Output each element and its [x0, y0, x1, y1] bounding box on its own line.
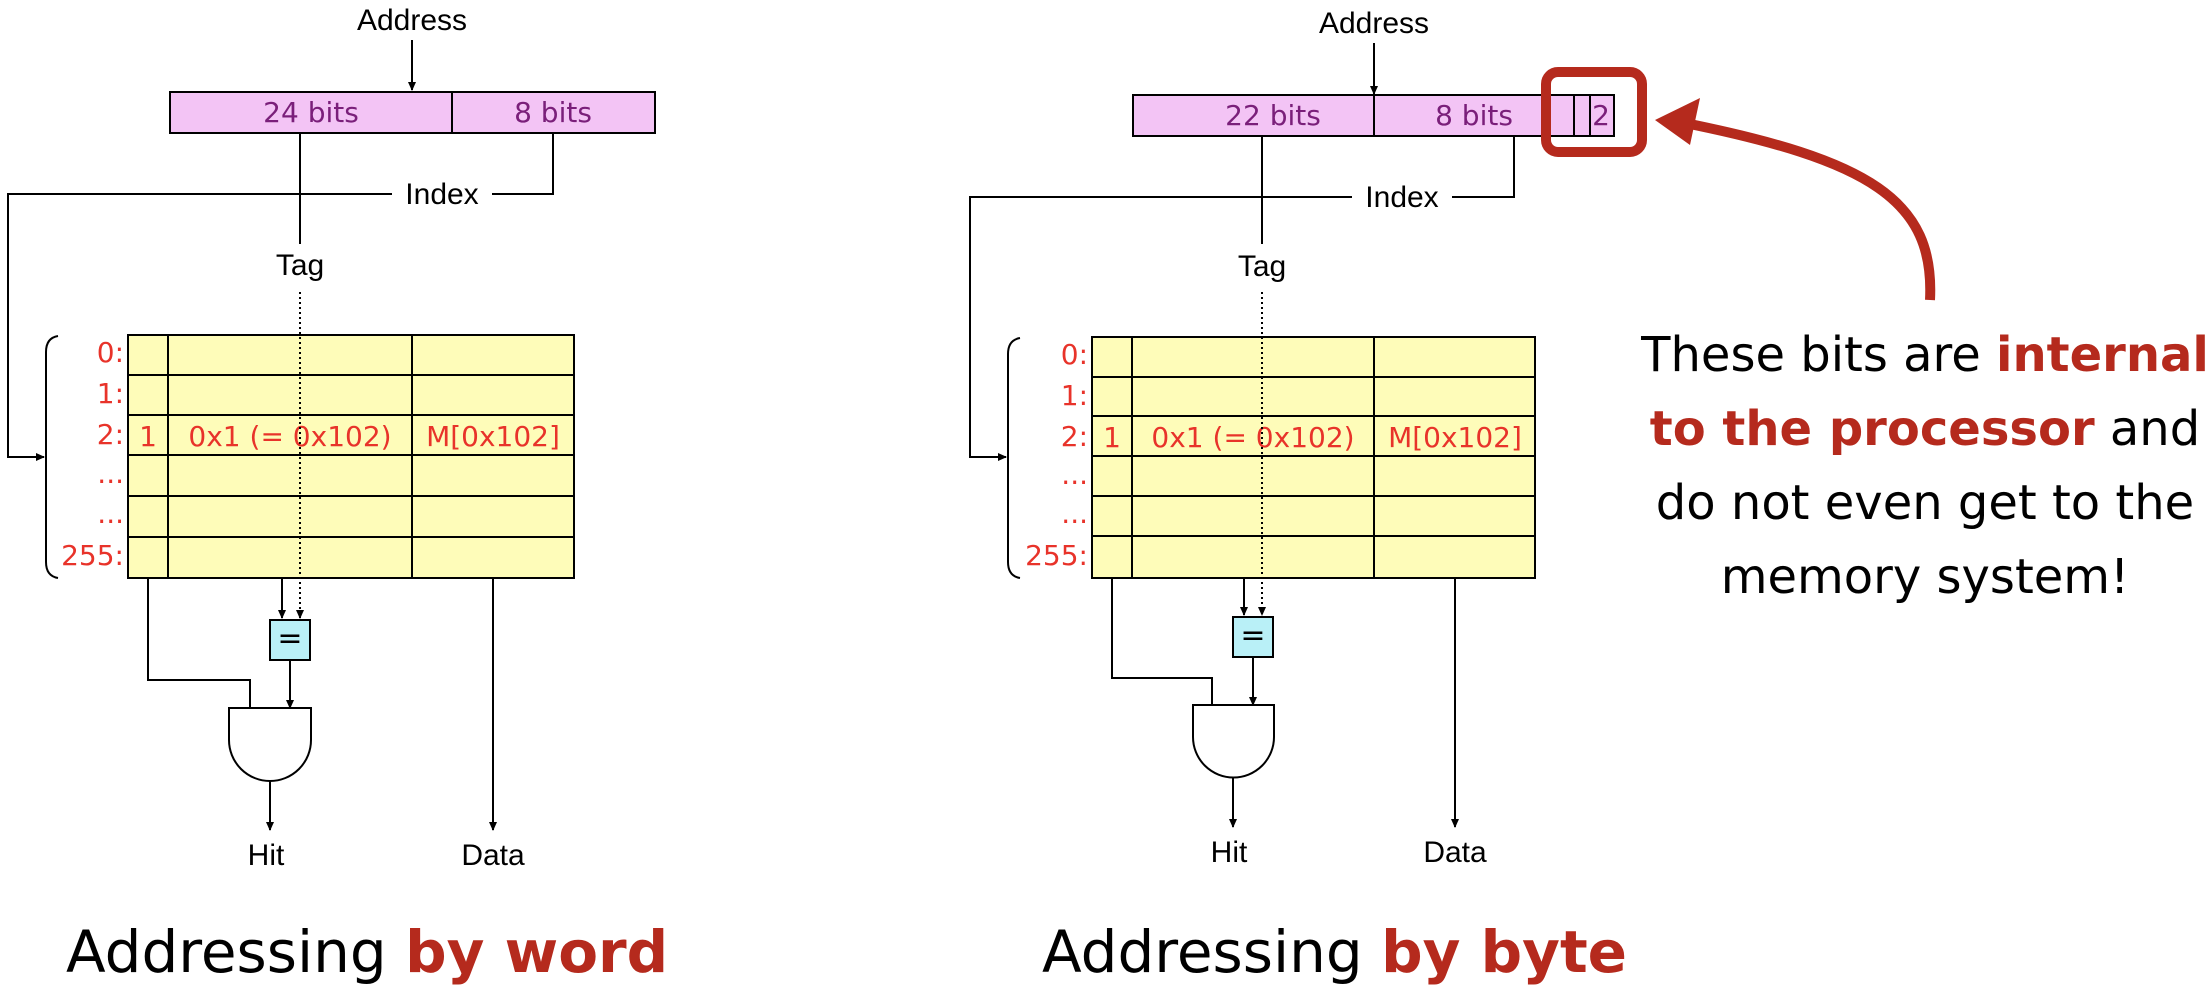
right-compare-symbol: = — [1240, 618, 1265, 653]
left-data-label: Data — [461, 839, 525, 872]
left-row-label: 255: — [61, 539, 124, 572]
note-line3: do not even get to the — [1655, 475, 2195, 531]
left-address-label: Address — [357, 4, 467, 37]
left-valid-bit: 1 — [139, 420, 157, 453]
note-line4: memory system! — [1720, 549, 2130, 605]
left-row-label: ... — [97, 457, 124, 490]
left-index-label: Index — [405, 178, 478, 211]
right-valid-bit: 1 — [1103, 421, 1121, 454]
right-row-label: 255: — [1025, 539, 1088, 572]
right-and-gate — [1192, 704, 1275, 779]
left-row2-tag: 0x1 (= 0x102) — [188, 420, 391, 453]
right-data-label: Data — [1423, 836, 1487, 869]
note-line2-bold: to the processor — [1649, 401, 2095, 457]
callout-arrow — [1679, 117, 1936, 301]
right-row-label: 2: — [1061, 420, 1088, 453]
right-index-label: Index — [1365, 181, 1438, 214]
left-compare-symbol: = — [277, 621, 302, 656]
right-row2-tag: 0x1 (= 0x102) — [1151, 421, 1354, 454]
right-caption-bold: by byte — [1381, 918, 1628, 986]
callout-arrowhead — [1655, 98, 1700, 145]
right-row-label: 0: — [1061, 338, 1088, 371]
left-row2-data: M[0x102] — [426, 420, 560, 453]
left-caption: Addressing by word — [66, 918, 668, 986]
note-line2-plain: and — [2094, 401, 2201, 457]
note-line1-bold: internal — [1996, 327, 2208, 383]
right-offset-field: 2 — [1592, 99, 1610, 132]
left-tag-label: Tag — [276, 249, 324, 282]
left-caption-plain: Addressing — [66, 918, 406, 986]
right-row-label: 1: — [1061, 379, 1088, 412]
left-cache-table: 1 0x1 (= 0x102) M[0x102] — [127, 334, 575, 579]
right-diagram: Address 22 bits 8 bits 2 Index Tag 0: — [969, 7, 1936, 869]
right-index-field: 8 bits — [1435, 99, 1513, 132]
right-caption: Addressing by byte — [1042, 918, 1627, 986]
right-tag-field: 22 bits — [1225, 99, 1321, 132]
left-comparator: = — [269, 619, 311, 661]
left-tag-field: 24 bits — [263, 96, 359, 129]
left-diagram: Address 24 bits 8 bits Index Tag 0: 1: 2… — [7, 4, 656, 872]
left-and-gate — [228, 707, 312, 782]
right-tag-label: Tag — [1238, 250, 1286, 283]
right-cache-table: 1 0x1 (= 0x102) M[0x102] — [1091, 336, 1536, 579]
right-address-label: Address — [1319, 7, 1429, 40]
offset-highlight — [1541, 67, 1647, 157]
left-row-label: ... — [97, 497, 124, 530]
note-line1-plain: These bits are — [1641, 327, 1997, 383]
right-row2-data: M[0x102] — [1388, 421, 1522, 454]
right-caption-plain: Addressing — [1042, 918, 1382, 986]
right-offset-box — [1573, 94, 1615, 137]
right-comparator: = — [1232, 616, 1274, 658]
left-row-label: 0: — [97, 336, 124, 369]
left-row-label: 1: — [97, 377, 124, 410]
right-hit-label: Hit — [1211, 836, 1248, 869]
left-hit-label: Hit — [248, 839, 285, 872]
right-address-register: 22 bits 8 bits 2 — [1132, 94, 1615, 137]
right-row-label: ... — [1061, 458, 1088, 491]
callout-note: These bits are internal to the processor… — [1640, 318, 2208, 614]
left-row-label: 2: — [97, 418, 124, 451]
left-caption-bold: by word — [405, 918, 669, 986]
left-index-field: 8 bits — [514, 96, 592, 129]
right-row-label: ... — [1061, 497, 1088, 530]
left-address-register: 24 bits 8 bits — [169, 91, 656, 134]
